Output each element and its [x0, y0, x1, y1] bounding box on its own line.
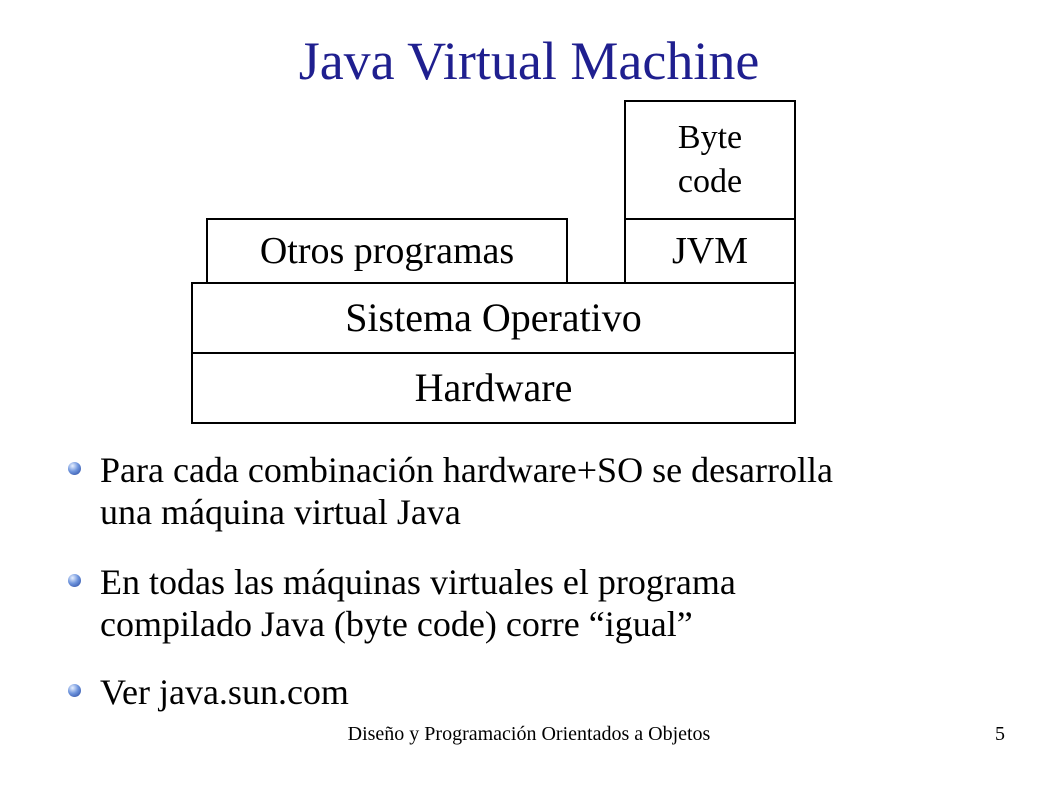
bullet-item: Para cada combinación hardware+SO se des…: [100, 449, 1000, 533]
bullet-item: En todas las máquinas virtuales el progr…: [100, 561, 1000, 645]
slide-title: Java Virtual Machine: [298, 31, 760, 91]
bullet-line: una máquina virtual Java: [100, 492, 461, 532]
bytecode-label-line2: code: [677, 163, 743, 200]
bullet-sphere-icon: [68, 684, 81, 697]
bytecode-label-line1: Byte: [677, 119, 743, 156]
footer-text: Diseño y Programación Orientados a Objet…: [347, 723, 711, 745]
bullet-item: Ver java.sun.com: [100, 671, 1000, 713]
bullet-line: compilado Java (byte code) corre “igual”: [100, 604, 693, 644]
otros-programas-box: Otros programas: [206, 218, 568, 284]
page-number: 5: [995, 723, 1005, 745]
sistema-operativo-box: Sistema Operativo: [191, 282, 796, 354]
jvm-box: JVM: [624, 218, 796, 284]
bullet-line: Ver java.sun.com: [100, 672, 349, 712]
hardware-box: Hardware: [191, 352, 796, 424]
bullet-sphere-icon: [68, 574, 81, 587]
bullet-sphere-icon: [68, 462, 81, 475]
jvm-label: JVM: [671, 230, 749, 272]
bytecode-box: Byte code: [624, 100, 796, 220]
bullet-line: En todas las máquinas virtuales el progr…: [100, 562, 736, 602]
otros-programas-label: Otros programas: [259, 230, 515, 272]
sistema-operativo-label: Sistema Operativo: [345, 295, 642, 340]
hardware-label: Hardware: [414, 365, 573, 410]
bullet-line: Para cada combinación hardware+SO se des…: [100, 450, 833, 490]
